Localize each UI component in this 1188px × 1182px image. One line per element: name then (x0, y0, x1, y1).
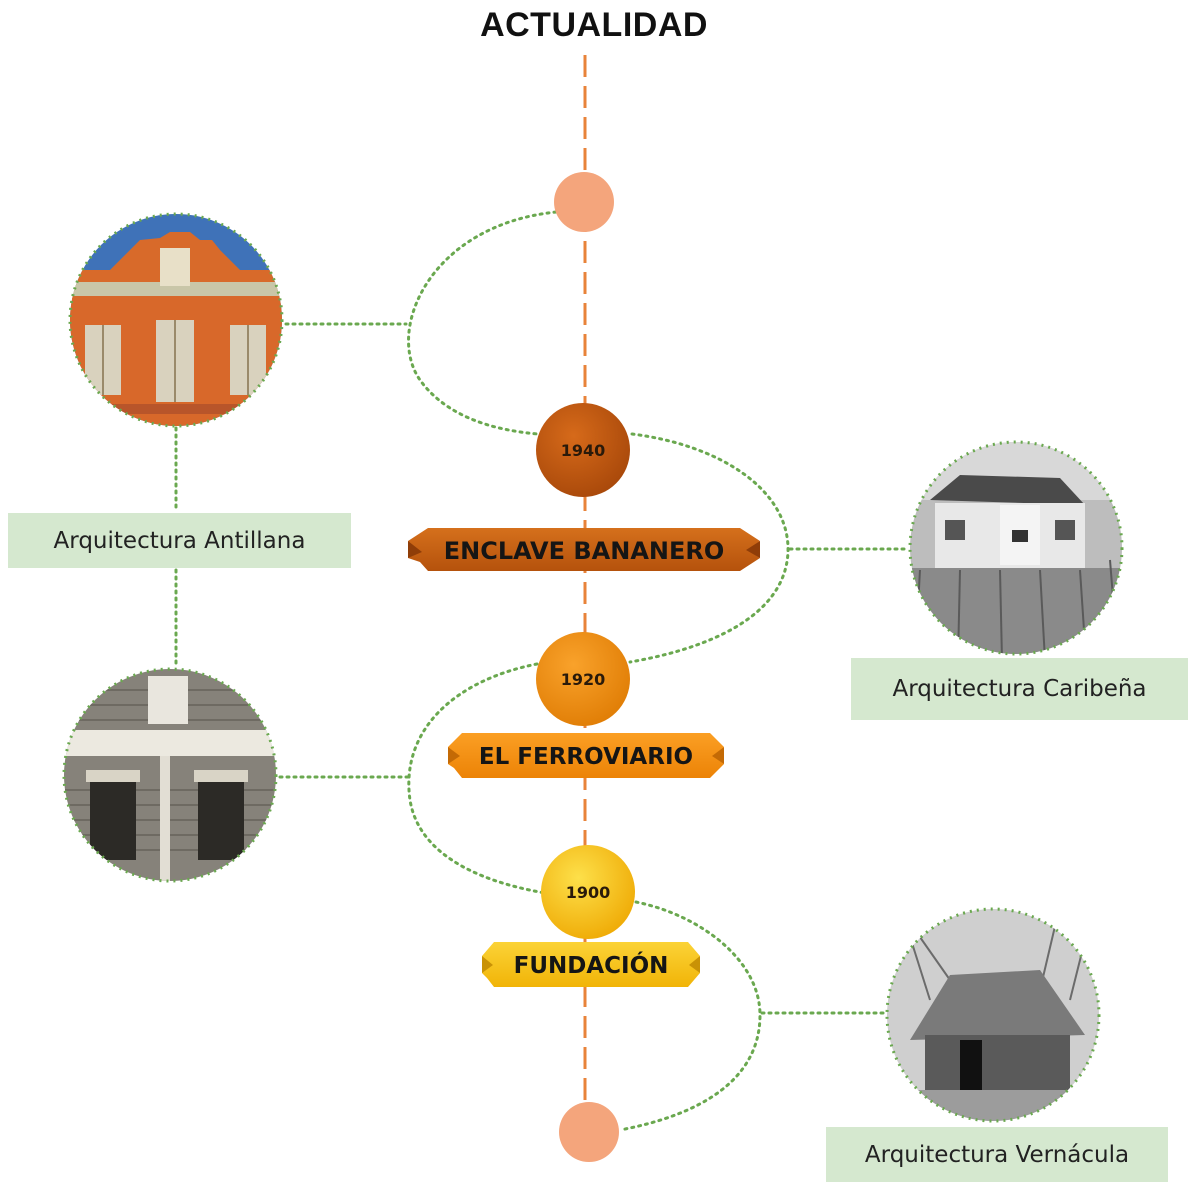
svg-text:EL FERROVIARIO: EL FERROVIARIO (479, 744, 693, 770)
svg-text:1920: 1920 (561, 670, 606, 689)
label-arquitectura-vernacula: Arquitectura Vernácula (826, 1127, 1168, 1182)
timeline-start-dot (554, 172, 614, 232)
thatched-hut-photo (887, 909, 1099, 1121)
antillana-photo (70, 214, 282, 426)
svg-text:1940: 1940 (561, 441, 606, 460)
year-node-1900: 1900 (541, 845, 635, 939)
svg-text:FUNDACIÓN: FUNDACIÓN (514, 951, 669, 979)
wooden-house-photo (64, 669, 276, 881)
caribbean-house-photo (910, 442, 1122, 654)
svg-text:ENCLAVE BANANERO: ENCLAVE BANANERO (444, 537, 725, 565)
svg-text:1900: 1900 (566, 883, 611, 902)
timeline-end-dot (559, 1102, 619, 1162)
year-node-1920: 1920 (536, 632, 630, 726)
year-node-1940: 1940 (536, 403, 630, 497)
label-arquitectura-caribena: Arquitectura Caribeña (851, 658, 1188, 720)
era-banner-el-ferroviario: EL FERROVIARIO (448, 733, 724, 778)
era-banner-fundacion: FUNDACIÓN (482, 942, 700, 987)
label-arquitectura-antillana: Arquitectura Antillana (8, 513, 351, 568)
connector-curves (174, 210, 907, 1132)
era-banner-enclave-bananero: ENCLAVE BANANERO (408, 528, 760, 571)
timeline-title: ACTUALIDAD (480, 6, 708, 44)
